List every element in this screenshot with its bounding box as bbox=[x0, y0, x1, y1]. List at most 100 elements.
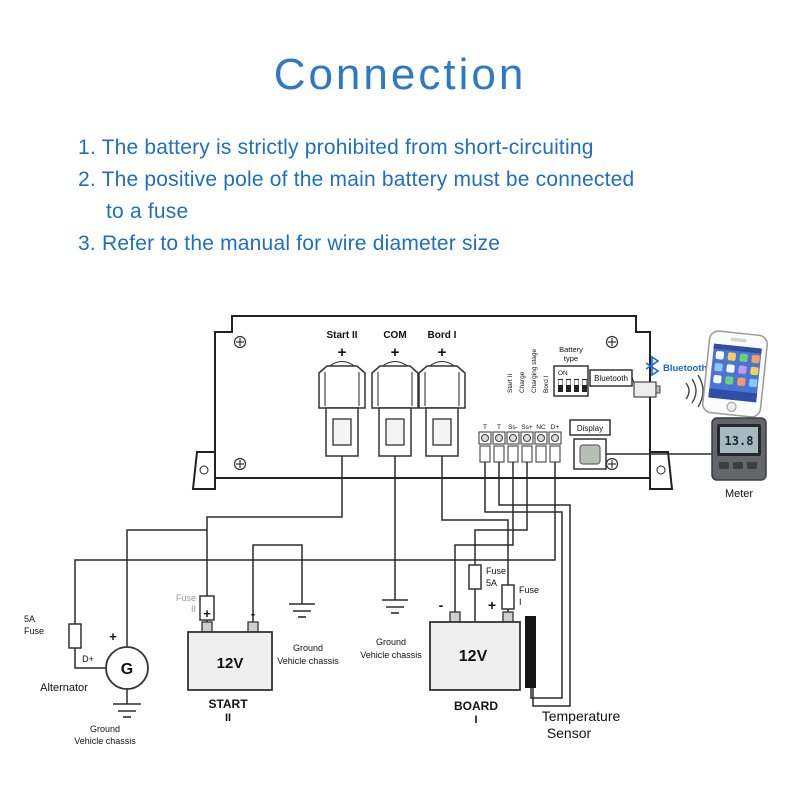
fuse-5a-left bbox=[68, 623, 82, 649]
d-plus-label: D+ bbox=[82, 654, 94, 664]
meter-label: Meter bbox=[725, 488, 753, 500]
ground-mid1-label-1: Ground bbox=[293, 643, 323, 653]
ground-com: Ground Vehicle chassis bbox=[360, 599, 422, 660]
phone-app-icons[interactable] bbox=[713, 351, 760, 388]
terminal-block-com bbox=[371, 361, 419, 457]
left-flange-hole bbox=[199, 465, 209, 475]
ground-icon bbox=[382, 599, 408, 614]
bord-terminal-label: Bord I bbox=[428, 330, 457, 341]
wire-temp-2 bbox=[498, 462, 571, 707]
ground-alt-label-2: Vehicle chassis bbox=[74, 736, 136, 746]
strip-label-t2: T bbox=[497, 424, 501, 431]
temp-sensor-label-1: Temperature bbox=[542, 708, 621, 724]
display-port-label: Display bbox=[577, 424, 603, 433]
instruction-2: 2. The positive pole of the main battery… bbox=[78, 168, 635, 191]
dip-switch-levers[interactable] bbox=[558, 379, 587, 392]
instruction-3: 3. Refer to the manual for wire diameter… bbox=[78, 232, 501, 255]
dip-switch-nubs bbox=[558, 380, 587, 385]
battery-body bbox=[429, 621, 521, 691]
start-terminal-sign: + bbox=[338, 344, 347, 361]
fuse-ii-label-1: Fuse bbox=[176, 593, 196, 603]
smartphone[interactable] bbox=[702, 330, 768, 418]
dip-label-charge: Charge bbox=[519, 371, 526, 393]
com-terminal-sign: + bbox=[391, 344, 400, 361]
bluetooth-port: Bluetooth bbox=[589, 369, 661, 398]
alternator-plus-sign: + bbox=[109, 629, 117, 644]
bluetooth-word: Bluetooth bbox=[663, 363, 708, 374]
terminal-block-bord bbox=[418, 361, 466, 457]
start-battery-voltage: 12V bbox=[217, 655, 244, 672]
charger-device: Start II COM Bord I + + + bbox=[191, 315, 674, 490]
wire-temp-1 bbox=[484, 462, 563, 699]
meter-buttons[interactable] bbox=[719, 462, 757, 469]
wire-start-positive bbox=[206, 456, 343, 622]
instruction-2-cont: to a fuse bbox=[106, 200, 189, 223]
meter-screen bbox=[720, 427, 758, 453]
left-mount-flange bbox=[191, 451, 216, 490]
board-battery-num: I bbox=[474, 714, 477, 726]
com-terminal-label: COM bbox=[383, 330, 406, 341]
alternator-symbol bbox=[105, 646, 149, 690]
ground-mid2-label-2: Vehicle chassis bbox=[360, 650, 422, 660]
ground-start-negative: Ground Vehicle chassis bbox=[277, 603, 339, 666]
ground-mid1-label-2: Vehicle chassis bbox=[277, 656, 339, 666]
battery-start: + - 12V START II bbox=[187, 606, 273, 724]
bluetooth-module-icon bbox=[633, 381, 657, 398]
instruction-1: 1. The battery is strictly prohibited fr… bbox=[78, 136, 594, 159]
strip-label-ss-plus: Ss+ bbox=[521, 424, 533, 431]
fuse-5a-left-label-1: 5A bbox=[24, 614, 35, 624]
meter-reading: 13.8 bbox=[725, 434, 754, 448]
bluetooth-icon bbox=[645, 355, 660, 377]
terminal-block-start bbox=[318, 361, 366, 457]
fuse-5a-left-label-2: Fuse bbox=[24, 626, 44, 636]
instructions: 1. The battery is strictly prohibited fr… bbox=[78, 132, 634, 260]
strip-terminals[interactable] bbox=[478, 431, 562, 463]
bord-terminal-sign: + bbox=[438, 344, 447, 361]
battery-type-label-2: type bbox=[564, 354, 578, 363]
start-battery-plus: + bbox=[203, 606, 211, 621]
board-battery-voltage: 12V bbox=[459, 648, 488, 665]
signal-terminal-strip: T T Ss- Ss+ NC D+ bbox=[478, 424, 562, 463]
ground-mid2-label-1: Ground bbox=[376, 637, 406, 647]
temp-sensor-label-2: Sensor bbox=[547, 725, 592, 741]
right-flange-hole bbox=[656, 465, 666, 475]
fuse-i bbox=[501, 584, 515, 610]
wire-d-plus bbox=[74, 462, 556, 669]
meter: 13.8 Meter bbox=[711, 417, 767, 500]
fuses: 5A Fuse Fuse II Fuse 5A Fuse I bbox=[24, 564, 539, 649]
dip-label-bord: Bord I bbox=[543, 375, 550, 393]
wire-alternator-output bbox=[126, 529, 207, 647]
alternator-g: G bbox=[121, 661, 133, 678]
screw-icon bbox=[233, 335, 619, 471]
board-battery-plus: + bbox=[488, 597, 496, 613]
board-battery-name: BOARD bbox=[454, 699, 498, 713]
start-terminal-label: Start II bbox=[326, 330, 357, 341]
ground-icon bbox=[289, 603, 315, 618]
dip-label-start: Start II bbox=[507, 374, 514, 393]
bluetooth-branding: Bluetooth bbox=[645, 355, 708, 408]
phone-dock bbox=[708, 388, 758, 403]
alternator: D+ + G Alternator Ground Vehicle chassis bbox=[40, 629, 149, 746]
ground-icon bbox=[113, 703, 141, 718]
battery-board: - + 12V BOARD I Temperature Sensor bbox=[429, 597, 621, 741]
right-mount-flange bbox=[649, 451, 674, 490]
display-jack-icon[interactable] bbox=[579, 444, 601, 465]
start-battery-minus: - bbox=[251, 606, 255, 621]
fuse-5a-label-1: Fuse bbox=[486, 566, 506, 576]
fuse-i-label-1: Fuse bbox=[519, 585, 539, 595]
start-battery-num: II bbox=[225, 712, 231, 724]
wire-start-negative bbox=[252, 544, 303, 622]
bluetooth-port-label: Bluetooth bbox=[594, 374, 628, 383]
strip-label-t1: T bbox=[483, 424, 487, 431]
page-title: Connection bbox=[273, 50, 527, 99]
fuse-ii-label-2: II bbox=[191, 604, 196, 614]
fuse-ii bbox=[199, 595, 215, 621]
phone-home-button[interactable] bbox=[726, 401, 737, 412]
temperature-sensor-bar bbox=[525, 616, 536, 688]
fuse-i-label-2: I bbox=[519, 597, 522, 607]
battery-body bbox=[187, 631, 273, 691]
phone-earpiece bbox=[730, 337, 747, 343]
battery-post bbox=[201, 621, 213, 633]
